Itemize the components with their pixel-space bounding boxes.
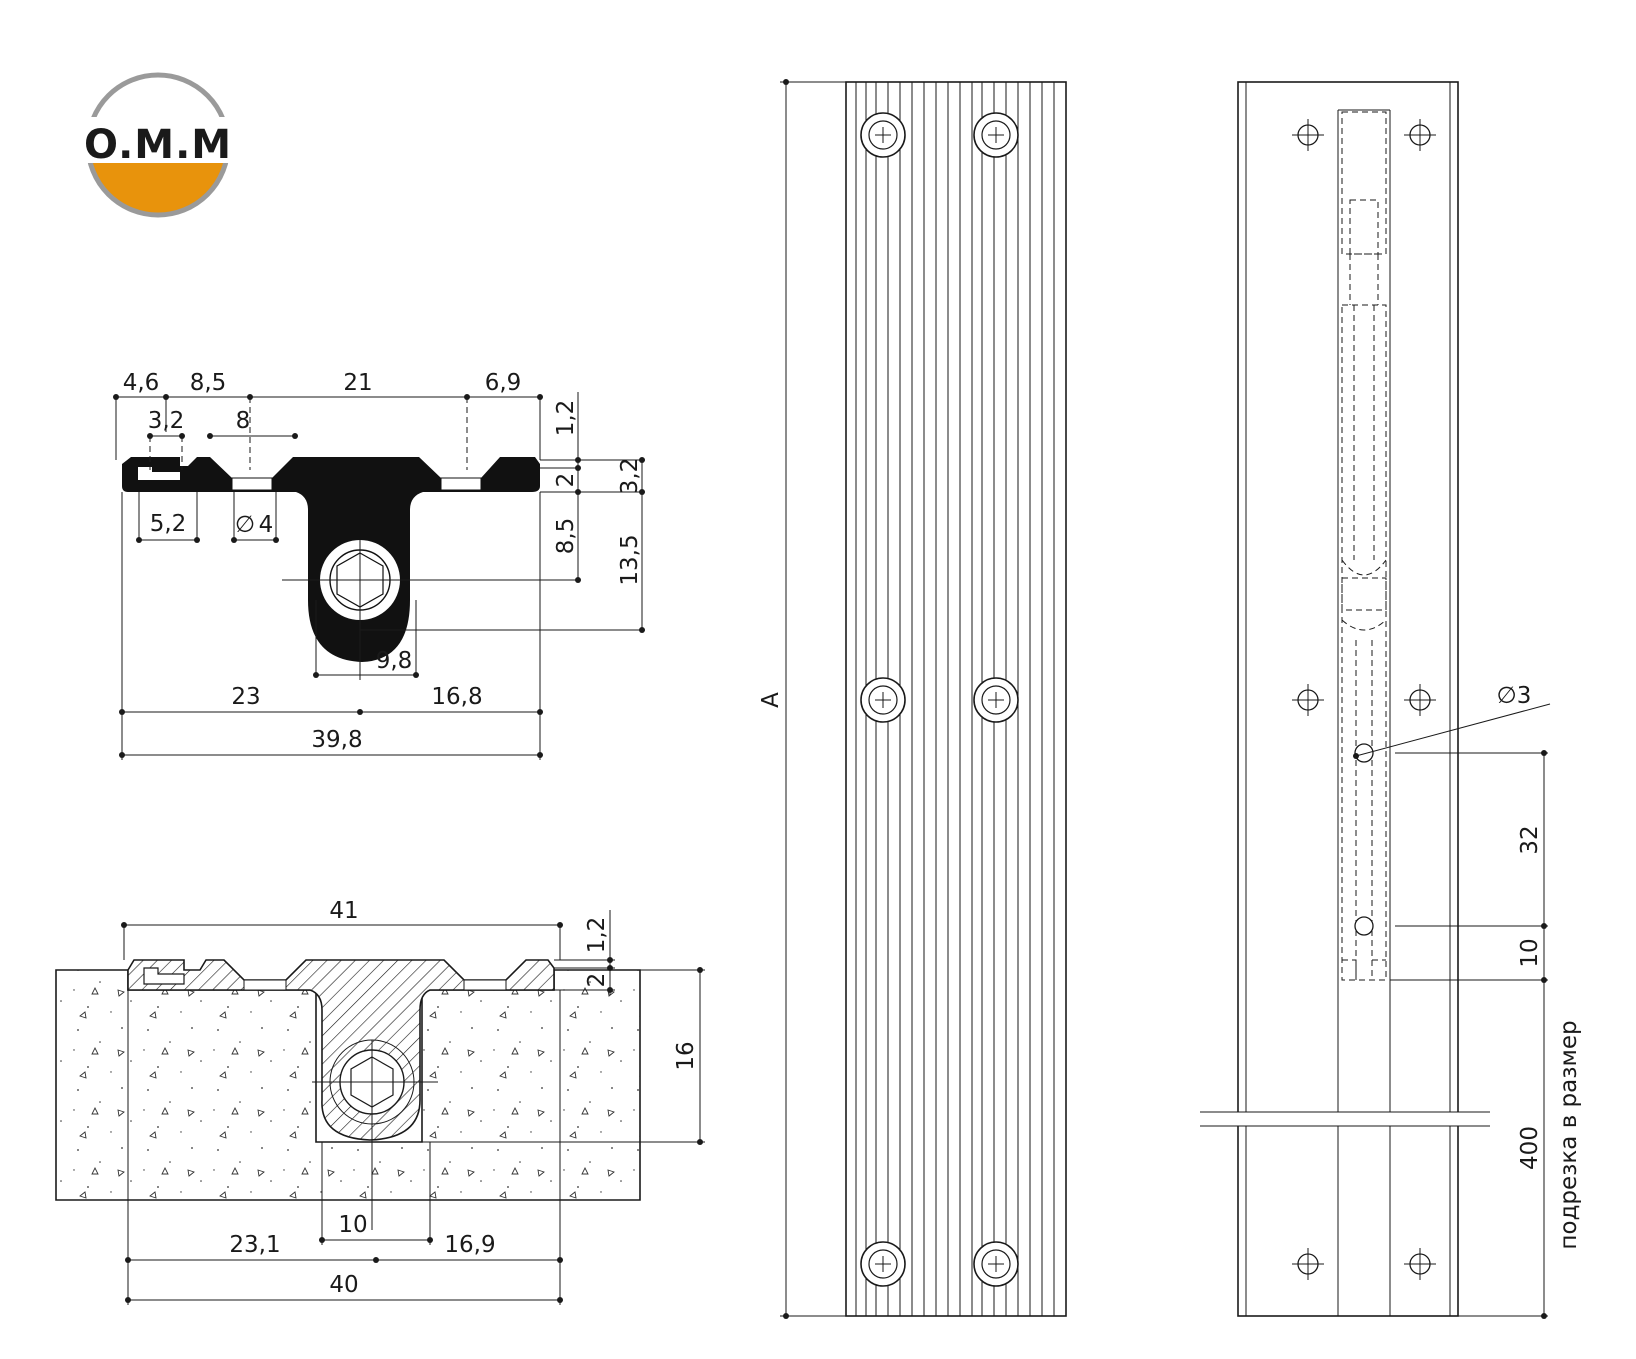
dim-16-8: 16,8: [431, 684, 482, 710]
dim-41: 41: [329, 898, 358, 924]
omm-logo: O.M.M: [80, 72, 236, 218]
dim-23-1: 23,1: [229, 1232, 280, 1258]
dim-16: 16: [673, 1041, 699, 1070]
dim-1-2: 1,2: [553, 400, 579, 437]
hatched-profile: [127, 959, 555, 1141]
diameter-symbol: ∅: [235, 512, 255, 538]
dim-39-8: 39,8: [311, 727, 362, 753]
installed-cross-section: 41 1,2 2 16 10 23,1 16,9 40: [55, 898, 705, 1305]
front-view: A: [758, 79, 1067, 1319]
dim-13-5: 13,5: [617, 534, 643, 585]
dim-16-9: 16,9: [444, 1232, 495, 1258]
dim-400: 400: [1517, 1126, 1543, 1170]
hole-diameter-label: ∅3: [1497, 683, 1532, 709]
dim-40: 40: [329, 1272, 358, 1298]
screw-holes-front: [860, 112, 1019, 1287]
dim-9-8: 9,8: [376, 648, 413, 674]
profile-grooves: [855, 82, 1055, 1316]
dim-2: 2: [553, 473, 579, 488]
profile-cross-section: 4,6 8,5 21 6,9 3,2 8 1,2 2 3,2 8,5 13,5: [113, 370, 645, 760]
dim-5-2: 5,2: [150, 511, 187, 537]
dim-8: 8: [236, 408, 251, 434]
dim-3-2-slot: 3,2: [148, 408, 185, 434]
dim-6-9: 6,9: [485, 370, 522, 396]
dim-2-installed: 2: [584, 973, 610, 988]
inner-slider: [1341, 111, 1387, 981]
dim-23: 23: [231, 684, 260, 710]
dim-length-a: A: [758, 692, 784, 708]
mounting-holes-back: [1292, 119, 1436, 1280]
dim-21: 21: [343, 370, 372, 396]
dim-10-installed: 10: [338, 1212, 367, 1238]
cut-to-size-note: подрезка в размер: [1556, 1020, 1582, 1249]
dim-1-2-installed: 1,2: [584, 917, 610, 954]
back-view: ∅3 32 10 400 подрезка в размер: [1200, 81, 1582, 1319]
dim-10-back: 10: [1517, 938, 1543, 967]
logo-text: O.M.M: [84, 122, 232, 168]
dim-8-5: 8,5: [190, 370, 227, 396]
dim-32: 32: [1517, 825, 1543, 854]
dim-8-5-right: 8,5: [553, 518, 579, 555]
dim-4: 4: [259, 512, 274, 538]
dim-3-2-right: 3,2: [617, 458, 643, 495]
dim-4-6: 4,6: [123, 370, 160, 396]
